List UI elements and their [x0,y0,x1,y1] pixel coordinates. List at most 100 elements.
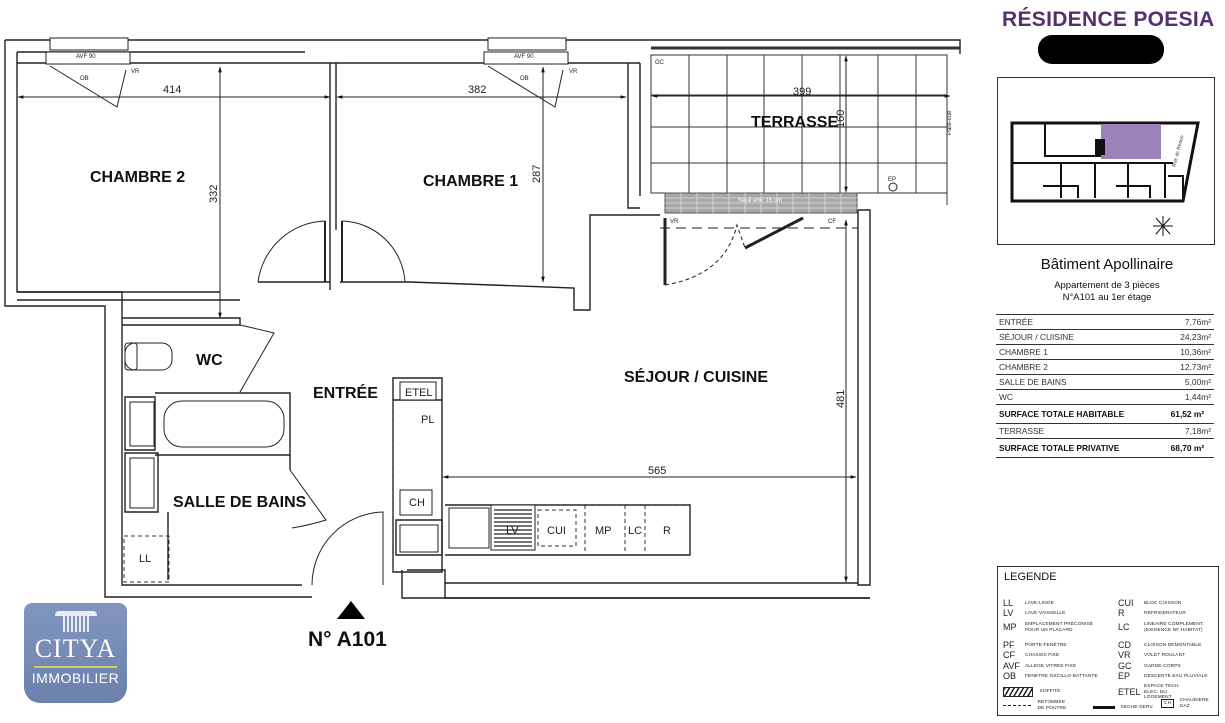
legend-code: CUI [1118,598,1134,608]
apartment-description: Appartement de 3 pièces N°A101 au 1er ét… [1002,280,1212,304]
apartment-location: N°A101 au 1er étage [1062,292,1152,303]
room-area: 1,44m² [1140,389,1214,405]
pl-label: PL [421,414,434,426]
logo-divider [34,666,117,668]
dashed-line-icon [1003,705,1031,707]
residence-title: RÉSIDENCE POESIA [1002,8,1215,31]
window-label: AVF 90 [76,54,96,60]
legend-code: VR [1118,650,1131,660]
ob-label: OB [80,76,89,82]
room-area: 7,76m² [1140,314,1214,330]
room-name: WC [996,389,1141,405]
legend-code: CF [1003,650,1015,660]
legend-code: LC [1118,622,1130,632]
legend-code: ETEL [1118,686,1141,697]
lc-label: LC [628,525,642,537]
legend-code: LV [1003,608,1014,618]
legend-item-etel: ETELESPACE TECH. ELEC. DU LOGEMENT [1118,684,1194,701]
mp-label: MP [595,525,612,537]
dim-terrasse-width: 399 [793,86,811,98]
lv-label: LV [506,525,519,537]
dim-sejour-depth: 481 [835,390,847,408]
room-name: CHAMBRE 2 [996,359,1141,375]
legend-item-seche-serv: SECHE-SERV. [1093,702,1154,712]
legend-code: CD [1118,640,1131,650]
room-entree: ENTRÉE [313,383,378,402]
total-value: 61,52 m² [1140,404,1214,424]
legend-desc: EMPLACEMENT PRÉCONISÉ POUR UN PLACARD [1025,622,1094,633]
legend-item: LV LAVE-VAISSELLE [1003,608,1065,618]
apartment-number: N° A101 [308,628,387,651]
legend-code: AVF [1003,661,1020,671]
room-name: TERRASSE [996,423,1141,439]
citya-logo: CITYA IMMOBILIER [24,603,127,703]
legend-code: PF [1003,640,1015,650]
r-label: R [663,525,671,537]
legend-code: GC [1118,661,1132,671]
legend-desc: LAVE-VAISSELLE [1025,610,1066,616]
legend-item: CUI BLOC CUISSON [1118,598,1181,608]
room-area: 5,00m² [1140,374,1214,390]
legend-desc: GARDE-CORPS [1144,663,1181,669]
legend-desc: CHASSIS FIXE [1025,652,1060,658]
legend-item-soffite: SOFFITE [1003,686,1060,697]
legend-desc: ALLEGE VITREE FIXE [1025,663,1077,669]
room-area: 12,73m² [1140,359,1214,375]
building-name: Bâtiment Apollinaire [1040,256,1174,273]
room-salle-de-bains: SALLE DE BAINS [173,494,307,511]
threshold-label: Seuil env. 15 cm [738,198,782,204]
redacted-block [1038,35,1164,64]
legend-code: LL [1003,598,1014,608]
room-name: CHAMBRE 1 [996,344,1141,360]
legend-desc: SECHE-SERV. [1120,704,1154,710]
legend-item-retombee: RETOMBEE DE POUTRE [1003,700,1068,711]
dim-terrasse-depth: 160 [835,110,847,128]
legend-desc: FENETRE OSCILLO-BATTANTE [1025,673,1098,679]
logo-brand: CITYA [34,634,117,663]
hatch-icon [1003,686,1033,697]
legend-item: GC GARDE-CORPS [1118,661,1181,671]
vr-label: VR [131,69,140,75]
legend-code: EP [1118,671,1131,681]
ll-label: LL [139,553,151,565]
vr-label: VR [569,69,578,75]
legend-item-chaudiere: CH CHAUDIERE GAZ [1161,698,1209,709]
legend-desc: SOFFITE [1039,688,1061,694]
legend-title: LEGENDE [1004,571,1057,583]
logo-subtitle: IMMOBILIER [31,670,120,686]
room-name: SALLE DE BAINS [996,374,1141,390]
room-sejour-cuisine: SÉJOUR / CUISINE [624,367,768,386]
total-label: SURFACE TOTALE PRIVATIVE [996,438,1141,458]
dim-chambre2-width: 414 [163,84,181,96]
legend-desc: VOLET ROULANT [1144,652,1186,658]
building-key-map: Rue de Redon [997,77,1215,245]
legend-item: OB FENETRE OSCILLO-BATTANTE [1003,671,1098,681]
room-area: 24,23m² [1140,329,1214,345]
column-icon [54,611,97,632]
etel-label: ETEL [405,387,433,399]
legend-code: OB [1003,671,1017,681]
legend-item: VR VOLET ROULANT [1118,650,1185,660]
pare-vue-label: Pare-vue [947,110,953,135]
entry-arrow-icon [337,601,365,619]
room-name: ENTRÉE [996,314,1141,330]
legend-desc: DESCENTE EAU PLUVIALE [1144,673,1208,679]
legend-desc: BLOC CUISSON [1144,600,1182,606]
window-label: AVF 90 [514,54,534,60]
dim-chambre1-width: 382 [468,84,486,96]
dim-sejour-width: 565 [648,465,666,477]
